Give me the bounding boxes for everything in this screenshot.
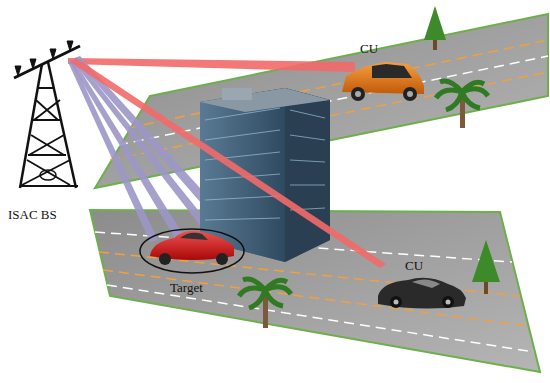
trees (239, 6, 500, 328)
upper-road (95, 14, 548, 188)
beam (70, 58, 386, 268)
isac-bs-tower (14, 41, 80, 188)
text-label: CU (360, 42, 378, 56)
text-label: ISAC BS (8, 208, 57, 222)
target-car (140, 229, 244, 273)
cu-car-black (378, 278, 466, 309)
text-label: CU (405, 259, 423, 273)
building (200, 88, 330, 262)
cu-car-orange (342, 62, 424, 101)
text-label: Target (170, 281, 203, 295)
